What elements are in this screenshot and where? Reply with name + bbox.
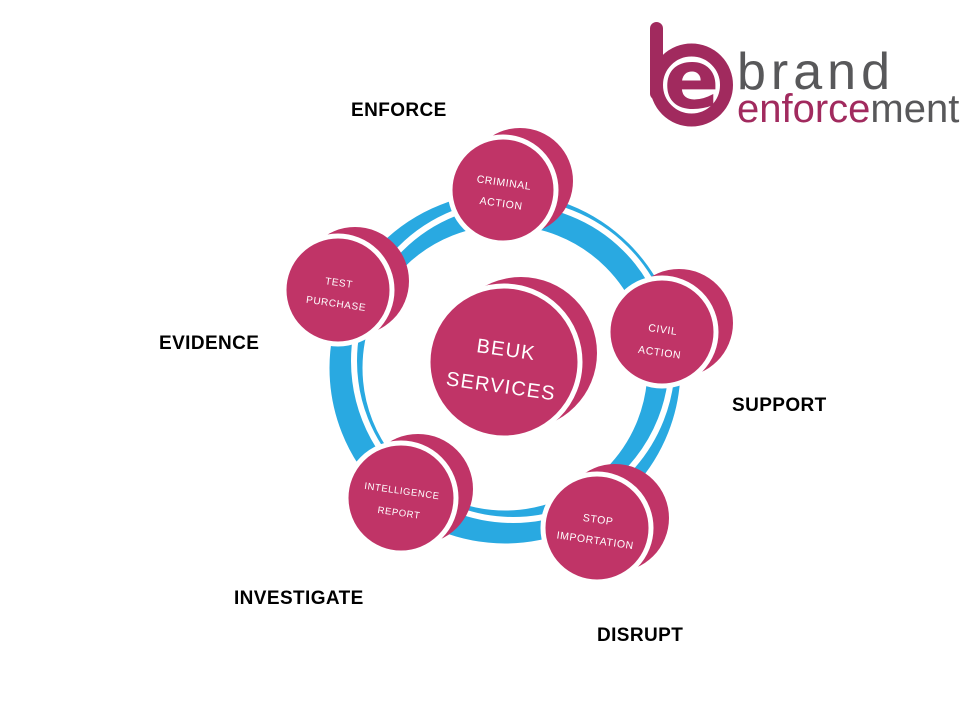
node-civil-action: CIVIL ACTION xyxy=(605,269,733,389)
logo-word-enforce-accent: enforce xyxy=(737,87,870,131)
node-stop-importation-line1: STOP xyxy=(582,512,614,528)
node-criminal-action-line2: ACTION xyxy=(479,195,524,213)
logo-word-ment-rest: ment xyxy=(870,87,959,131)
node-civil-action-label: CIVIL ACTION xyxy=(637,322,682,362)
node-test-purchase: TEST PURCHASE xyxy=(281,227,409,347)
logo-e-letter: e xyxy=(664,33,720,128)
stage-label-enforce: ENFORCE xyxy=(351,100,447,121)
stage-label-disrupt: DISRUPT xyxy=(597,625,684,646)
node-test-purchase-circle xyxy=(281,233,395,347)
stage-label-support: SUPPORT xyxy=(732,395,827,416)
node-civil-action-line2: ACTION xyxy=(637,344,682,362)
logo-word-brand: brand xyxy=(737,43,895,101)
node-civil-action-line1: CIVIL xyxy=(648,322,679,338)
node-intelligence-report-circle xyxy=(343,440,459,556)
node-beuk-services: BEUK SERVICES xyxy=(425,277,597,441)
node-test-purchase-line1: TEST xyxy=(324,276,353,291)
logo-word-enforcement: enforcement xyxy=(737,87,959,131)
stage-label-investigate: INVESTIGATE xyxy=(234,588,364,609)
node-beuk-services-circle xyxy=(425,283,583,441)
node-intelligence-report: INTELLIGENCE REPORT xyxy=(343,434,473,556)
node-criminal-action-circle xyxy=(447,134,559,246)
node-civil-action-circle xyxy=(605,275,719,389)
logo-b-bowl xyxy=(650,43,733,127)
node-stop-importation-circle xyxy=(540,471,654,585)
node-stop-importation: STOP IMPORTATION xyxy=(540,464,669,585)
node-criminal-action: CRIMINAL ACTION xyxy=(447,128,573,246)
stage-label-evidence: EVIDENCE xyxy=(159,333,260,354)
brand-enforcement-logo: e brand enforcement xyxy=(650,22,959,131)
brand-enforcement-logo-mark: e xyxy=(650,22,733,128)
